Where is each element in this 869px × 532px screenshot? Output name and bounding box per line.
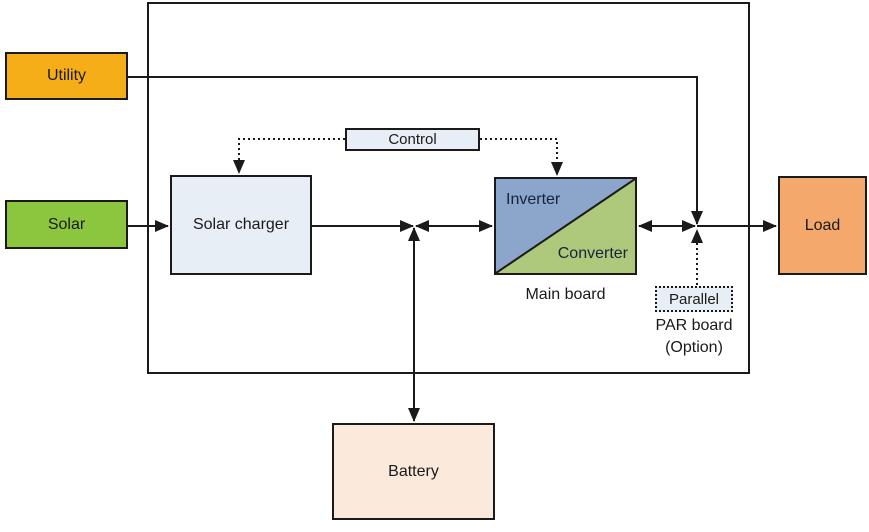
parallel-node: Parallel xyxy=(655,286,733,312)
system-boundary xyxy=(147,2,750,374)
control-to-charger-dotted-line xyxy=(233,138,345,174)
main-board-node: Inverter Converter xyxy=(494,177,637,275)
solar-charger-node: Solar charger xyxy=(170,175,312,275)
utility-to-junction-line xyxy=(128,76,703,225)
battery-node: Battery xyxy=(332,423,495,520)
main-board-caption: Main board xyxy=(525,286,606,303)
option-caption: (Option) xyxy=(665,339,723,356)
load-node: Load xyxy=(778,176,867,275)
solar-label: Solar xyxy=(47,215,86,233)
par-board-caption: PAR board xyxy=(655,317,733,334)
inverter-label: Inverter xyxy=(506,191,561,208)
control-label: Control xyxy=(388,131,437,148)
utility-label: Utility xyxy=(46,67,87,84)
converter-label: Converter xyxy=(557,245,628,262)
solar-charger-label: Solar charger xyxy=(192,216,290,233)
load-label: Load xyxy=(804,216,841,234)
inverter-converter-split xyxy=(496,179,635,273)
solar-node: Solar xyxy=(5,200,128,249)
utility-node: Utility xyxy=(5,52,128,100)
battery-label: Battery xyxy=(388,462,439,480)
control-to-inverter-dotted-line xyxy=(480,138,563,176)
parallel-label: Parallel xyxy=(668,290,720,308)
control-node: Control xyxy=(345,128,480,151)
